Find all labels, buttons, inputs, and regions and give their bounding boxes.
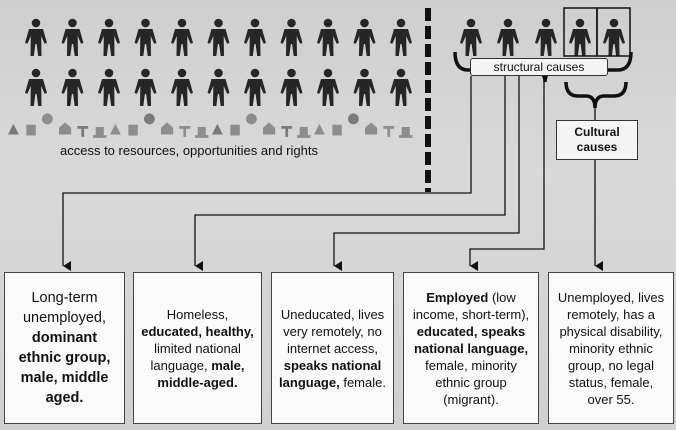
person-icon (353, 18, 376, 56)
cultural-label-line1: Cultural (574, 125, 620, 139)
person-icon (460, 18, 482, 56)
person-icon (171, 18, 193, 56)
person-icon (207, 18, 230, 56)
person-icon (280, 18, 303, 56)
cultural-causes-box: Cultural causes (556, 120, 638, 160)
connector-lines (62, 76, 603, 271)
water-tap-icon (8, 123, 19, 135)
water-tap-icon (179, 126, 191, 137)
person-icon (569, 18, 591, 56)
book-icon (383, 126, 395, 137)
cow-icon (128, 124, 138, 136)
resources-label: access to resources, opportunities and r… (60, 143, 318, 158)
cultural-label-line2: causes (576, 140, 618, 154)
school-icon (77, 126, 89, 137)
person-icon (317, 18, 339, 56)
card-homeless: Homeless, educated, healthy, limited nat… (133, 272, 262, 424)
card-text-run: educated, speaks national language, (413, 323, 529, 356)
person-icon (353, 68, 376, 106)
card-employed: Employed (low income, short-term), educa… (403, 272, 539, 424)
card-long-term-unemployed: Long-term unemployed, dominant ethnic gr… (4, 272, 125, 424)
structural-causes-label: structural causes (470, 58, 608, 76)
card-uneducated: Uneducated, lives very remotely, no inte… (271, 272, 394, 424)
road-icon (332, 124, 342, 136)
water-tap-icon (348, 113, 359, 138)
card-text-run: Employed (426, 289, 492, 305)
cow-icon (297, 127, 311, 138)
card-text-run: speaks national language, (279, 357, 382, 390)
card-text-run: Long-term unemployed, (22, 290, 107, 326)
person-icon (535, 18, 557, 56)
tree-icon (144, 113, 155, 138)
card-text-run: (low income, short-term), (412, 289, 530, 322)
person-icon (98, 68, 120, 106)
person-icon (280, 68, 303, 106)
person-icon (134, 68, 157, 106)
person-icon (61, 68, 84, 106)
person-icon (26, 124, 36, 136)
person-icon (244, 68, 266, 106)
person-icon (195, 127, 209, 138)
arrow-to-card-2 (194, 76, 506, 271)
person-icon (497, 18, 519, 56)
highlight-box-2 (596, 7, 631, 57)
tree-icon (314, 123, 325, 135)
arrow-to-card-4 (469, 82, 545, 271)
person-icon (207, 68, 230, 106)
arrow-to-card-1 (62, 76, 472, 271)
card-text-run: limited national language, (150, 340, 241, 373)
house-icon (263, 122, 276, 135)
book-icon (212, 123, 223, 135)
person-icon (25, 18, 47, 56)
person-icon (25, 68, 47, 106)
card-text-run: Unemployed, lives remotely, has a physic… (557, 289, 665, 407)
card-unemployed-remote: Unemployed, lives remotely, has a physic… (548, 272, 674, 424)
card-text-run: educated, healthy, (141, 323, 254, 339)
card-text-run: dominant ethnic group, male, middle aged… (18, 330, 111, 406)
card-text-run: female, minority ethnic group (migrant). (425, 357, 517, 407)
population-figures-right (460, 18, 625, 56)
cultural-brace (564, 81, 628, 109)
person-icon (171, 68, 193, 106)
person-icon (390, 68, 412, 106)
road-icon (161, 122, 174, 135)
school-icon (246, 113, 257, 138)
person-icon (61, 18, 84, 56)
person-icon (244, 18, 266, 56)
person-icon (98, 18, 120, 56)
factory-icon (281, 126, 293, 137)
medical-icon (399, 127, 413, 138)
card-text-run: Homeless, (166, 306, 229, 322)
medical-icon (230, 124, 240, 136)
person-icon (317, 68, 339, 106)
card-text-run: female. (343, 374, 386, 390)
structural-brace (453, 51, 633, 83)
card-text-run: male, middle-aged. (157, 357, 245, 390)
population-figures-left (25, 18, 412, 106)
resource-icons-row (8, 113, 413, 138)
house-icon (93, 127, 107, 138)
person-icon (134, 18, 157, 56)
person-icon (390, 18, 412, 56)
person-icon (365, 122, 378, 135)
person-icon (603, 18, 625, 56)
arrow-to-card-3 (333, 76, 520, 271)
card-text-run: Uneducated, lives very remotely, no inte… (280, 306, 385, 356)
medical-icon (59, 122, 72, 135)
book-icon (42, 113, 53, 138)
factory-icon (110, 123, 121, 135)
